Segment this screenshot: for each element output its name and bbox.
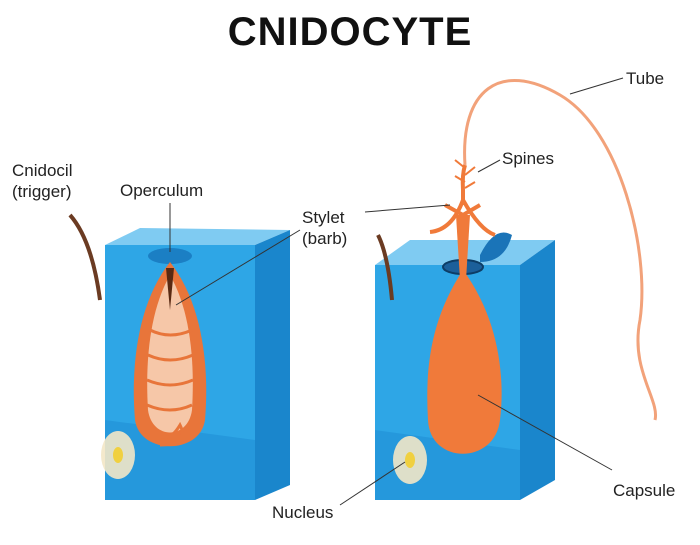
stylet-shape — [166, 268, 174, 310]
label-stylet-sub: (barb) — [302, 229, 348, 248]
label-cnidocil-text: Cnidocil — [12, 161, 73, 180]
diagram-title: CNIDOCYTE — [227, 10, 473, 54]
tube-shape — [463, 78, 658, 421]
label-cnidocil-sub: (trigger) — [12, 182, 72, 201]
cnidocil-shape — [68, 213, 102, 301]
label-tube: Tube — [626, 69, 665, 88]
leader-lines — [169, 77, 624, 506]
label-stylet: Stylet (barb) — [302, 207, 347, 249]
left-cube-side — [255, 230, 290, 500]
label-operculum: Operculum — [120, 181, 204, 200]
right-cell — [375, 78, 658, 500]
label-stylet-text: Stylet — [302, 208, 345, 227]
label-cnidocil: Cnidocil (trigger) — [12, 160, 72, 202]
left-cell — [68, 213, 290, 500]
label-capsule: Capsule — [613, 481, 676, 500]
capsule-discharged — [427, 270, 502, 454]
operculum-shape — [148, 248, 192, 264]
label-nucleus: Nucleus — [272, 503, 334, 522]
left-cube-top — [105, 228, 290, 245]
label-spines: Spines — [502, 149, 554, 168]
